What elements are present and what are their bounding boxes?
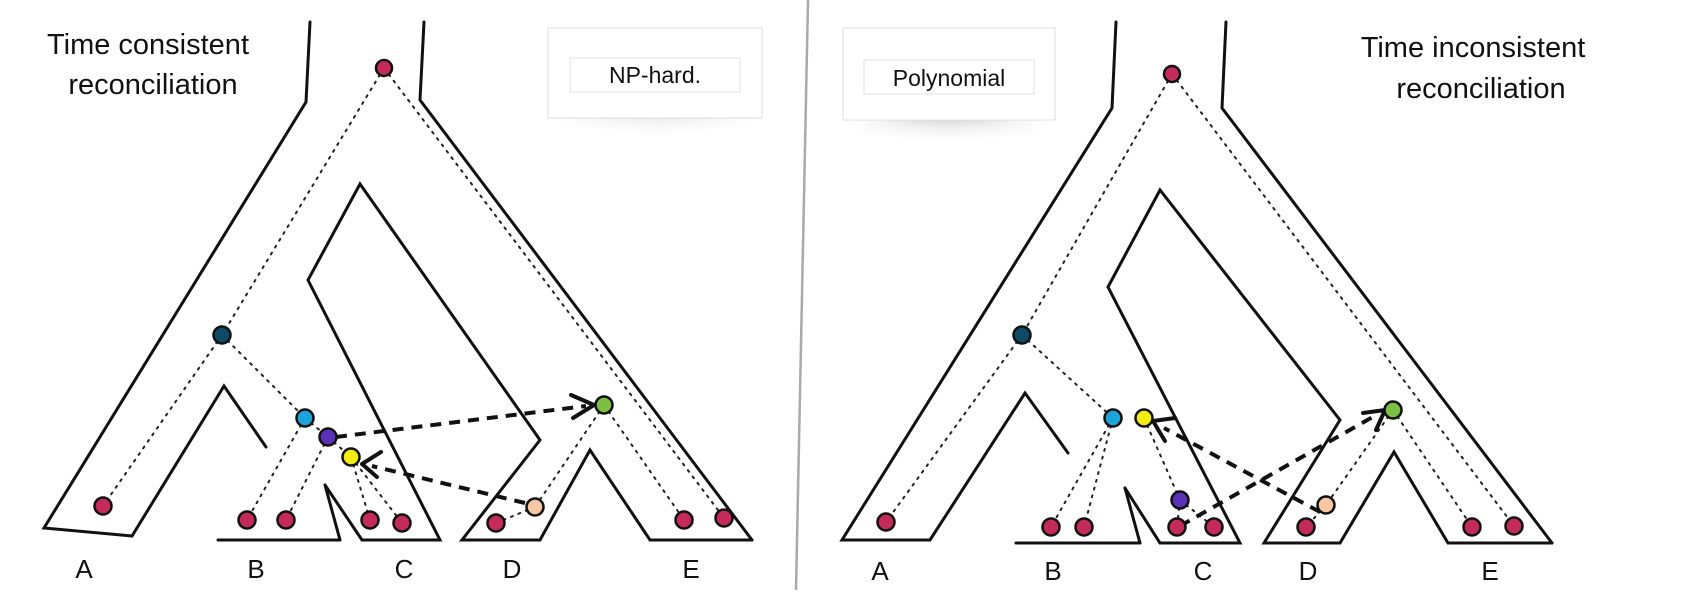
node-purple xyxy=(1170,490,1190,510)
node-root xyxy=(374,58,394,78)
transfer-arrow xyxy=(371,464,526,505)
leaf-label-c: C xyxy=(1194,556,1213,586)
right-nodes xyxy=(876,64,1524,537)
left-panel: Time consistent reconciliation NP-hard. xyxy=(41,20,763,584)
leaf-node xyxy=(674,510,694,530)
leaf-node xyxy=(714,508,734,528)
arrowhead xyxy=(569,393,596,420)
left-complexity-box: NP-hard. xyxy=(547,27,763,150)
node-green xyxy=(594,395,614,415)
leaf-node xyxy=(876,512,896,532)
leaf-label-c: C xyxy=(395,554,414,584)
box-inner xyxy=(863,59,1035,95)
node-root xyxy=(1162,64,1182,84)
left-complexity-label: NP-hard. xyxy=(609,62,701,88)
left-gene-tree xyxy=(102,67,725,524)
right-title-line1: Time inconsistent xyxy=(1361,32,1586,64)
node-yellow xyxy=(1134,408,1154,428)
right-panel: Time inconsistent reconciliation Polynom… xyxy=(839,20,1586,586)
tree-d-left xyxy=(458,438,542,542)
left-leaf-labels: A B C D E xyxy=(75,554,699,584)
left-title-line2: reconciliation xyxy=(68,69,237,101)
leaf-label-a: A xyxy=(75,554,93,584)
tree-outer-left xyxy=(41,20,312,538)
tree-de-gap xyxy=(1338,449,1554,545)
tree-outer-left xyxy=(839,20,1118,542)
leaf-label-d: D xyxy=(1299,556,1318,586)
right-leaf-labels: A B C D E xyxy=(871,556,1498,586)
node-dark-teal xyxy=(1012,325,1032,345)
node-yellow xyxy=(341,447,361,467)
node-light-blue xyxy=(295,408,315,428)
leaf-label-d: D xyxy=(503,554,522,584)
tree-c-left xyxy=(1123,486,1142,545)
leaf-label-b: B xyxy=(1044,556,1061,586)
leaf-node xyxy=(392,513,412,533)
leaf-node xyxy=(1296,517,1316,537)
tree-bc-inner xyxy=(1106,187,1342,545)
tree-bc-inner xyxy=(306,181,542,542)
tree-c-left xyxy=(323,483,342,542)
transfer-arrow xyxy=(335,404,587,439)
leaf-node xyxy=(360,510,380,530)
node-peach xyxy=(525,497,545,517)
leaf-node xyxy=(276,510,296,530)
transfer-arrow xyxy=(1163,426,1321,514)
right-complexity-label: Polynomial xyxy=(893,65,1006,91)
leaf-label-b: B xyxy=(247,554,264,584)
left-nodes xyxy=(93,58,734,533)
tree-de-gap xyxy=(538,447,754,542)
leaf-node xyxy=(486,513,506,533)
tree-outer-right xyxy=(418,20,754,542)
right-title-line2: reconciliation xyxy=(1396,73,1565,105)
left-transfers xyxy=(335,393,596,505)
leaf-node xyxy=(1504,516,1524,536)
right-complexity-box: Polynomial xyxy=(842,27,1056,155)
leaf-node xyxy=(1074,517,1094,537)
leaf-node xyxy=(1204,517,1224,537)
node-peach xyxy=(1316,495,1336,515)
leaf-label-e: E xyxy=(1481,556,1498,586)
node-light-blue xyxy=(1103,408,1123,428)
leaf-label-a: A xyxy=(871,556,889,586)
left-species-tree xyxy=(41,20,754,542)
node-purple xyxy=(318,427,338,447)
leaf-node xyxy=(1462,517,1482,537)
right-species-tree xyxy=(839,20,1554,545)
leaf-node xyxy=(1167,517,1187,537)
left-title-line1: Time consistent xyxy=(47,29,249,61)
transfer-arrow xyxy=(1179,412,1379,528)
node-dark-teal xyxy=(212,325,232,345)
arrowhead xyxy=(360,450,383,479)
leaf-label-e: E xyxy=(682,554,699,584)
leaf-node xyxy=(237,510,257,530)
tree-outer-right xyxy=(1220,20,1554,545)
tree-d-left xyxy=(1261,418,1342,545)
panel-divider xyxy=(794,0,810,591)
leaf-node xyxy=(93,496,113,516)
box-shadow xyxy=(851,111,1045,155)
box-inner xyxy=(569,57,741,93)
right-transfers xyxy=(1151,408,1387,528)
leaf-node xyxy=(1041,517,1061,537)
node-green xyxy=(1383,400,1403,420)
